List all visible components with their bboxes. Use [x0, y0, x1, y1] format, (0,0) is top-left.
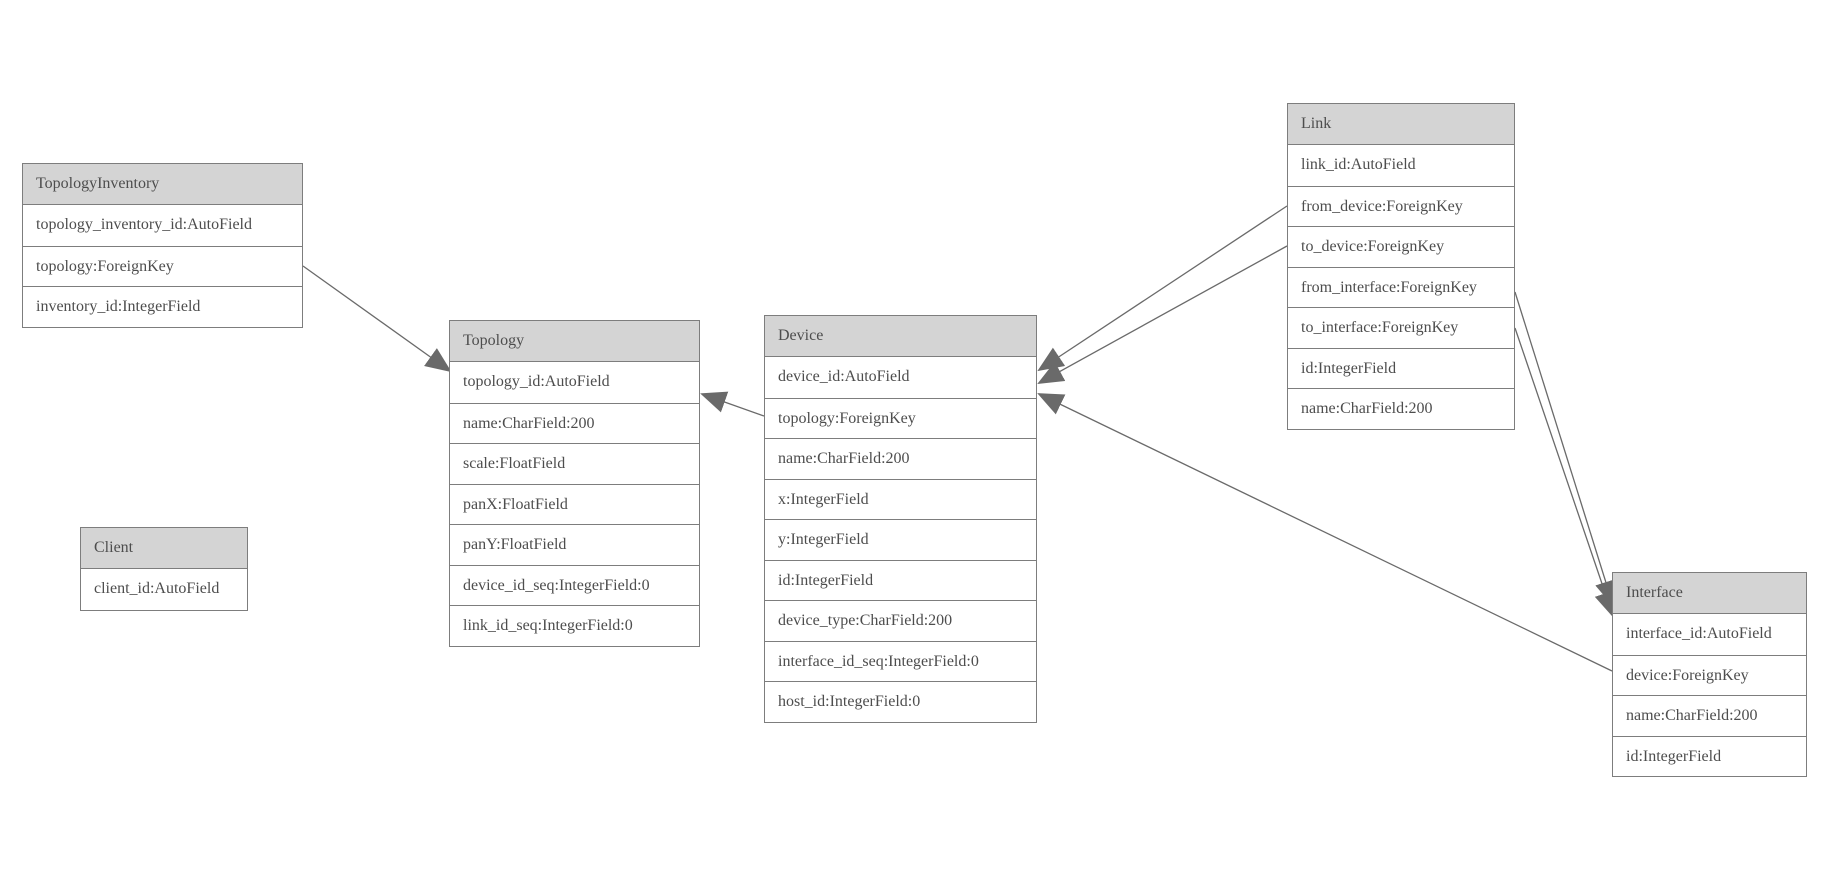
entity-field-row: host_id:IntegerField:0 [765, 681, 1036, 722]
edge-link-to_interface-to-interface [1514, 327, 1616, 618]
entity-field-row: name:CharField:200 [1613, 695, 1806, 736]
entity-title-link: Link [1288, 104, 1514, 145]
entity-field-row: link_id_seq:IntegerField:0 [450, 605, 699, 646]
entity-field-row: topology:ForeignKey [23, 245, 302, 287]
entity-field-row: device_id:AutoField [778, 368, 910, 385]
entity-client: Client client_id:AutoField [80, 527, 248, 611]
entity-title-topology-inventory: TopologyInventory [23, 164, 302, 205]
entity-field-row: panX:FloatField [450, 483, 699, 525]
edge-link-to_device-to-device [1037, 245, 1288, 384]
edge-link-from_interface-to-interface [1514, 291, 1617, 607]
entity-interface: Interface interface_id:AutoField device:Fo… [1612, 572, 1807, 777]
entity-field-row: id:IntegerField [765, 559, 1036, 601]
edge-link-from_device-to-device [1037, 205, 1288, 372]
entity-field-row: id:IntegerField [1613, 735, 1806, 777]
entity-field-row: id:IntegerField [1288, 347, 1514, 389]
entity-field-row: client_id:AutoField [94, 580, 220, 597]
entity-field-row: scale:FloatField [450, 443, 699, 484]
entity-field-row: y:IntegerField [765, 519, 1036, 560]
edge-interface-device-to-device [1037, 393, 1613, 672]
entity-field-row: to_interface:ForeignKey [1288, 307, 1514, 348]
entity-field-row: interface_id:AutoField [1626, 625, 1772, 642]
entity-title-topology: Topology [450, 321, 699, 362]
entity-field-row: panY:FloatField [450, 524, 699, 565]
entity-link: Link link_id:AutoField from_device:Foreign… [1287, 103, 1515, 430]
entity-field-row: to_device:ForeignKey [1288, 226, 1514, 267]
entity-field-row: topology:ForeignKey [765, 397, 1036, 439]
entity-field-row: device_id_seq:IntegerField:0 [450, 564, 699, 606]
entity-field-row: link_id:AutoField [1301, 156, 1416, 173]
entity-field-row: x:IntegerField [765, 478, 1036, 520]
entity-field-row: interface_id_seq:IntegerField:0 [765, 640, 1036, 682]
entity-field-row: name:CharField:200 [1288, 388, 1514, 429]
entity-title-client: Client [81, 528, 247, 569]
edge-device-topology-to-topology [700, 391, 765, 417]
entity-field-row: name:CharField:200 [765, 438, 1036, 479]
entity-topology: Topology topology_id:AutoField name:CharFi… [449, 320, 700, 647]
entity-field-row: topology_inventory_id:AutoField [36, 216, 252, 233]
entity-field-row: topology_id:AutoField [463, 373, 610, 390]
entity-title-device: Device [765, 316, 1036, 357]
entity-topology-inventory: TopologyInventory topology_inventory_id:A… [22, 163, 303, 328]
entity-field-row: inventory_id:IntegerField [23, 286, 302, 327]
entity-device: Device device_id:AutoField topology:Foreig… [764, 315, 1037, 723]
entity-field-row: from_device:ForeignKey [1288, 185, 1514, 227]
entity-title-interface: Interface [1613, 573, 1806, 614]
entity-field-row: device_type:CharField:200 [765, 600, 1036, 641]
edge-topologyinventory-topology-to-topology [302, 265, 452, 373]
entity-field-row: from_interface:ForeignKey [1288, 266, 1514, 308]
entity-field-row: device:ForeignKey [1613, 654, 1806, 696]
entity-field-row: name:CharField:200 [450, 402, 699, 444]
